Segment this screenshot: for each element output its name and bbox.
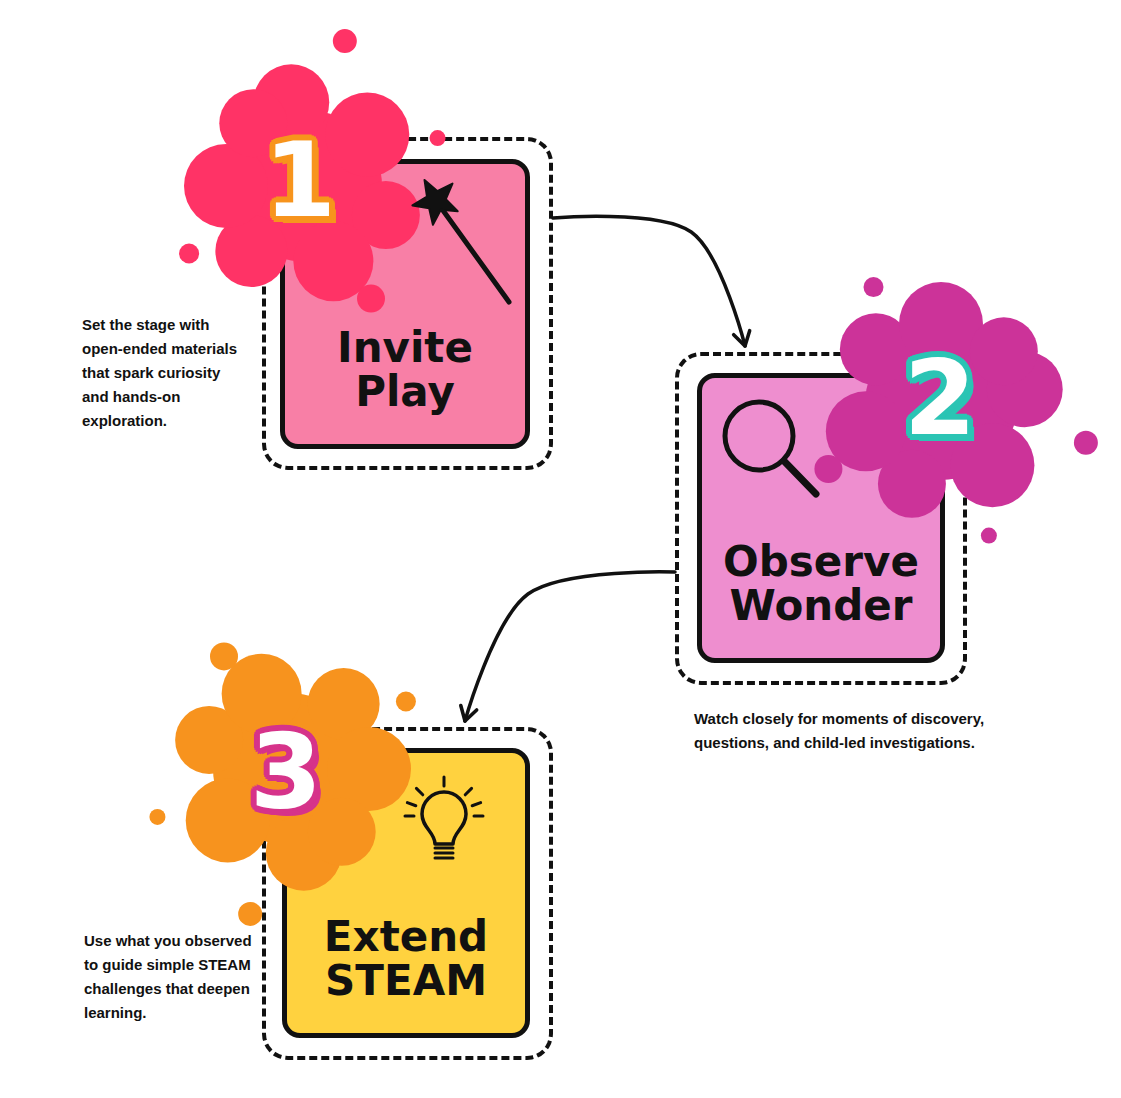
splash-lobe (981, 528, 997, 544)
splash-lobe (826, 391, 906, 471)
bulb-ray (443, 777, 446, 786)
splash-lobe (1074, 431, 1098, 455)
splash-core (213, 693, 365, 845)
step-title: Observe Wonder (712, 540, 930, 628)
paint-splash (179, 29, 445, 312)
splash-lobe (266, 815, 342, 891)
flow-arrow (465, 572, 675, 721)
wand-star (412, 180, 457, 225)
lens-handle (784, 461, 816, 494)
splash-lobe (325, 93, 409, 177)
callout-number: 3 (250, 720, 322, 824)
splash-lobe (293, 221, 373, 301)
lens (725, 402, 793, 470)
splash-lobe (878, 450, 946, 518)
paint-splash (814, 277, 1097, 543)
bulb-ray (474, 815, 483, 818)
callout-number: 2 (904, 346, 976, 450)
splash-lobe (430, 130, 446, 146)
splash-lobe (987, 351, 1063, 427)
step-title: Invite Play (295, 326, 515, 414)
bulb-glass (422, 792, 466, 844)
splash-lobe (184, 144, 268, 228)
splash-lobe (149, 809, 165, 825)
bulb-ray (405, 815, 414, 818)
step-description: Use what you observed to guide simple ST… (84, 929, 256, 1025)
splash-lobe (179, 244, 199, 264)
splash-lobe (814, 455, 842, 483)
bulb-ray (407, 803, 415, 806)
bulb-base (435, 857, 453, 860)
bulb-ray (472, 803, 480, 806)
bulb-ray (465, 788, 471, 794)
step-description: Set the stage with open-ended materials … (82, 313, 250, 433)
step-description: Watch closely for moments of discovery, … (694, 707, 1006, 755)
splash-core (865, 328, 1017, 480)
flow-arrow (553, 216, 745, 346)
splash-lobe (840, 313, 912, 385)
bulb-base (435, 847, 453, 850)
splash-lobe (864, 277, 884, 297)
splash-lobe (357, 285, 385, 313)
step-title: Extend STEAM (297, 915, 515, 1003)
wand-icon (412, 180, 509, 302)
splash-lobe (210, 642, 238, 670)
wand-stick (442, 209, 509, 302)
glass-icon (725, 402, 816, 494)
splash-lobe (327, 727, 411, 811)
splash-lobe (238, 902, 262, 926)
splash-lobe (175, 706, 243, 774)
splash-lobe (352, 181, 420, 249)
callout-number: 1 (264, 128, 336, 232)
bulb-icon (405, 777, 483, 858)
splash-lobe (970, 317, 1038, 385)
paint-splash (149, 642, 415, 925)
bulb-base (435, 852, 453, 855)
splash-lobe (396, 692, 416, 712)
bulb-ray (416, 788, 422, 794)
splash-core (230, 110, 382, 262)
splash-lobe (333, 29, 357, 53)
